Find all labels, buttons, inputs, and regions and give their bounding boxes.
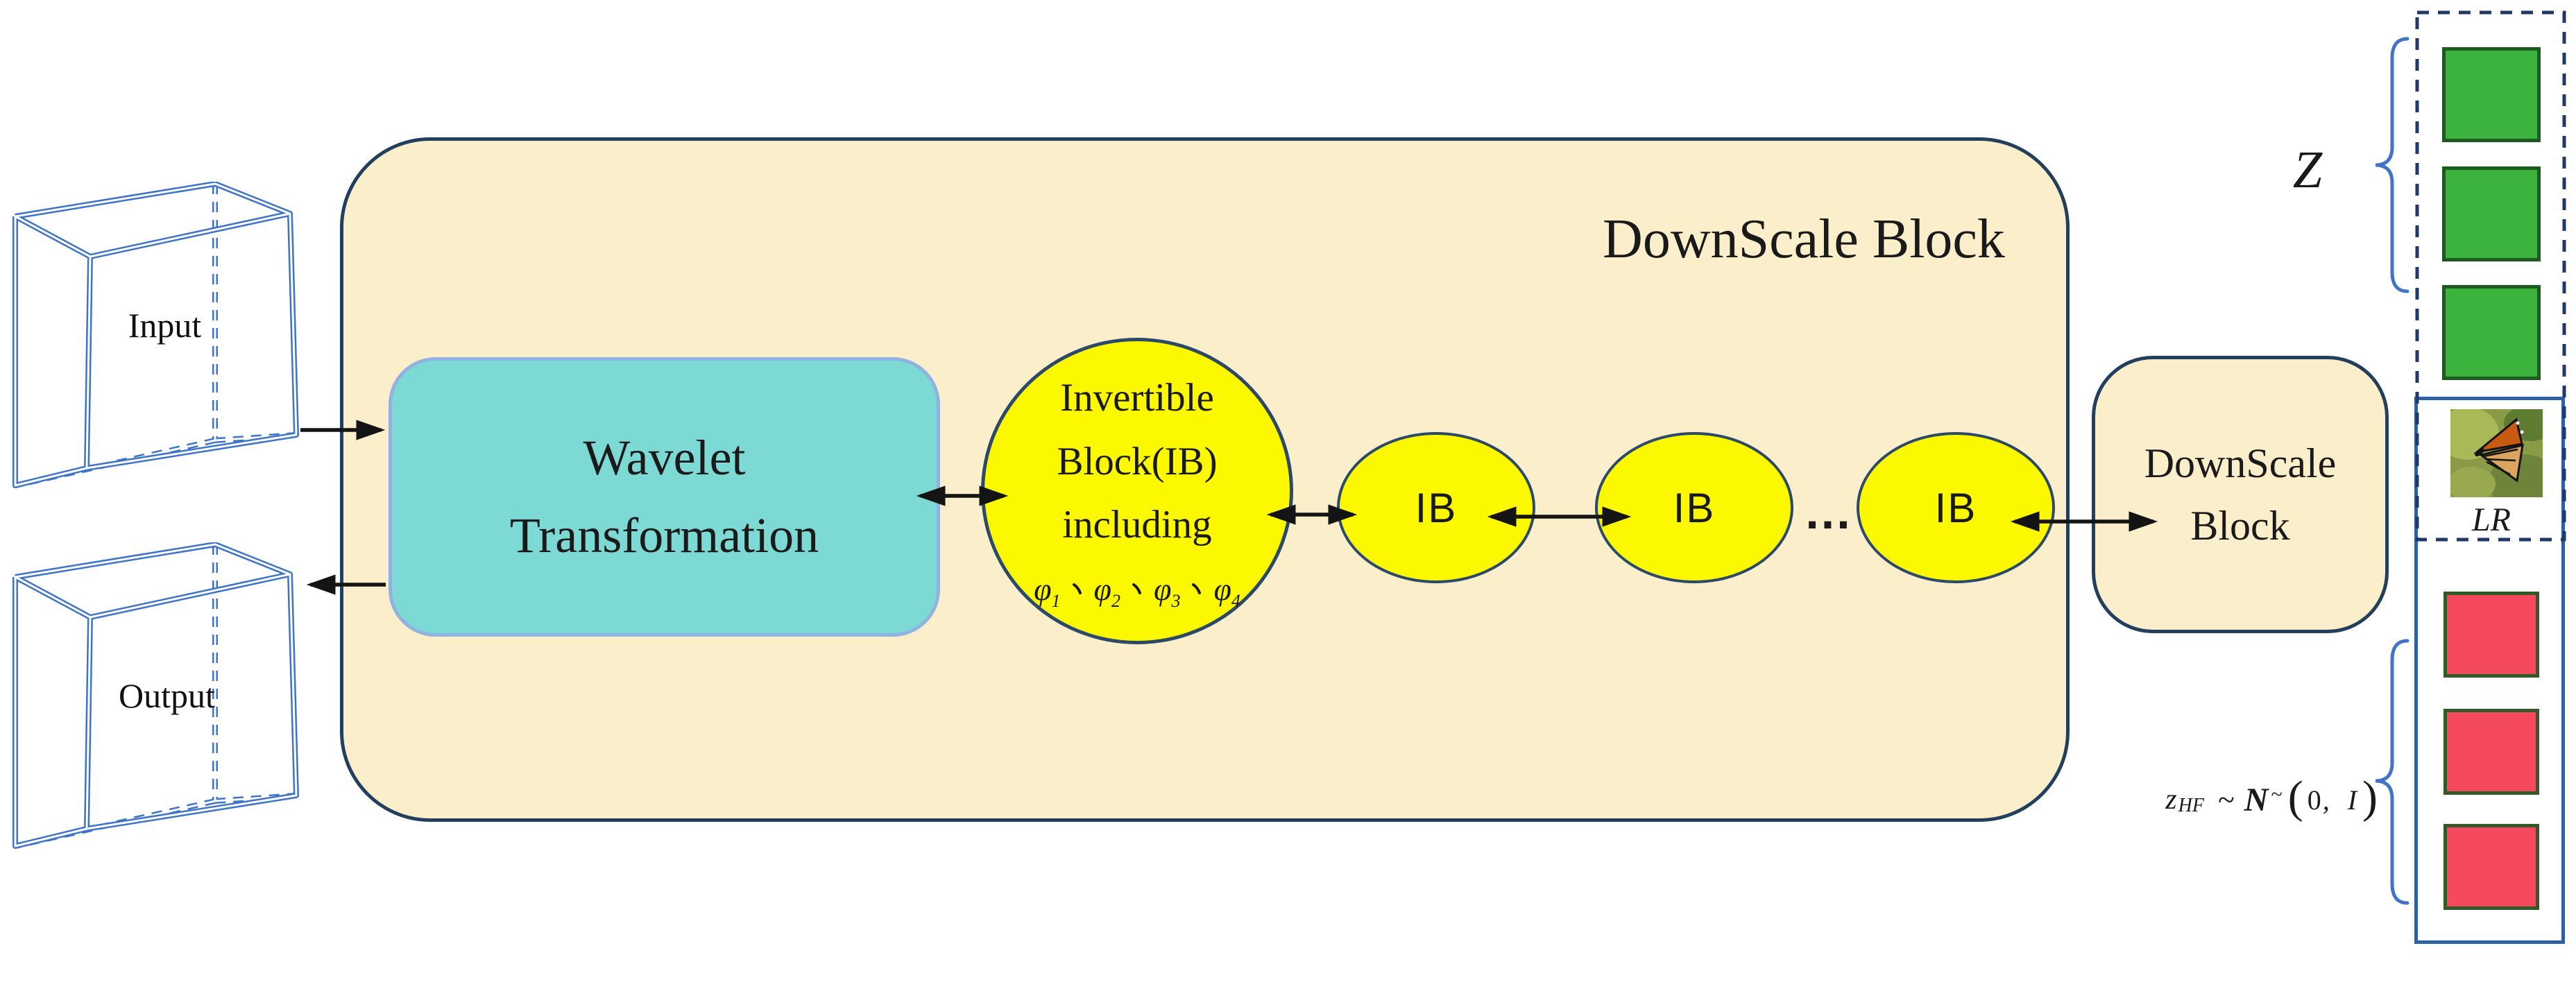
z-square bbox=[2442, 47, 2541, 142]
formula-tilde2: ~ bbox=[2271, 783, 2283, 806]
downscale-block-title: DownScale Block bbox=[1603, 209, 2005, 270]
hf-square bbox=[2443, 709, 2539, 795]
formula-distribution: N bbox=[2244, 781, 2269, 818]
small-block-line1: DownScale bbox=[2144, 440, 2337, 486]
z-latent-label: Z bbox=[2292, 141, 2323, 199]
ib-node-1: IB bbox=[1337, 432, 1535, 583]
formula-var: z bbox=[2165, 784, 2177, 816]
invertible-line1: Invertible bbox=[1060, 376, 1214, 420]
output-label: Output bbox=[119, 676, 215, 715]
hf-square bbox=[2443, 592, 2539, 678]
input-label: Input bbox=[128, 306, 202, 345]
hf-square bbox=[2443, 824, 2539, 910]
invertible-block-circle: Invertible Block(IB) including φ1 φ2 φ3 … bbox=[981, 338, 1293, 644]
lr-label: LR bbox=[2471, 501, 2511, 538]
ellipsis-dots: ... bbox=[1805, 485, 1852, 539]
formula-mean: 0 bbox=[2307, 784, 2321, 816]
formula-tilde: ~ bbox=[2217, 782, 2235, 817]
phi-parameters-row: φ1 φ2 φ3 φ4 bbox=[1034, 559, 1240, 616]
ib-node-2: IB bbox=[1595, 432, 1793, 583]
formula-subscript: HF bbox=[2178, 795, 2204, 816]
phi-2: φ2 bbox=[1093, 571, 1120, 611]
z-square bbox=[2442, 285, 2541, 380]
invertible-line3: including bbox=[1062, 502, 1212, 546]
input-tensor-cube: Input bbox=[10, 181, 316, 508]
wavelet-transformation-box: Wavelet Transformation bbox=[389, 357, 940, 637]
z-curly-brace bbox=[2375, 37, 2409, 293]
hf-curly-brace bbox=[2375, 639, 2409, 905]
downscale-block-small: DownScale Block bbox=[2092, 356, 2389, 633]
wavelet-line1: Wavelet bbox=[583, 429, 746, 485]
cube-wireframe bbox=[12, 542, 299, 849]
lr-butterfly-image bbox=[2450, 409, 2543, 497]
ib-node-3: IB bbox=[1857, 432, 2055, 583]
ideographic-comma-icon bbox=[1132, 559, 1143, 610]
phi-4: φ4 bbox=[1213, 571, 1240, 611]
ideographic-comma-icon bbox=[1191, 559, 1202, 610]
ideographic-comma-icon bbox=[1072, 559, 1083, 610]
z-square bbox=[2442, 166, 2541, 261]
invertible-line2: Block(IB) bbox=[1057, 439, 1218, 483]
small-block-line2: Block bbox=[2190, 503, 2290, 549]
wavelet-line2: Transformation bbox=[509, 507, 819, 563]
formula-comma: , bbox=[2322, 784, 2330, 816]
formula-open-paren: ( bbox=[2287, 772, 2303, 823]
formula-covariance: I bbox=[2347, 784, 2357, 816]
phi-1: φ1 bbox=[1034, 571, 1061, 611]
phi-3: φ3 bbox=[1154, 571, 1181, 611]
formula-close-paren: ) bbox=[2362, 772, 2378, 823]
output-tensor-cube: Output bbox=[10, 542, 316, 868]
cube-wireframe bbox=[12, 181, 299, 488]
